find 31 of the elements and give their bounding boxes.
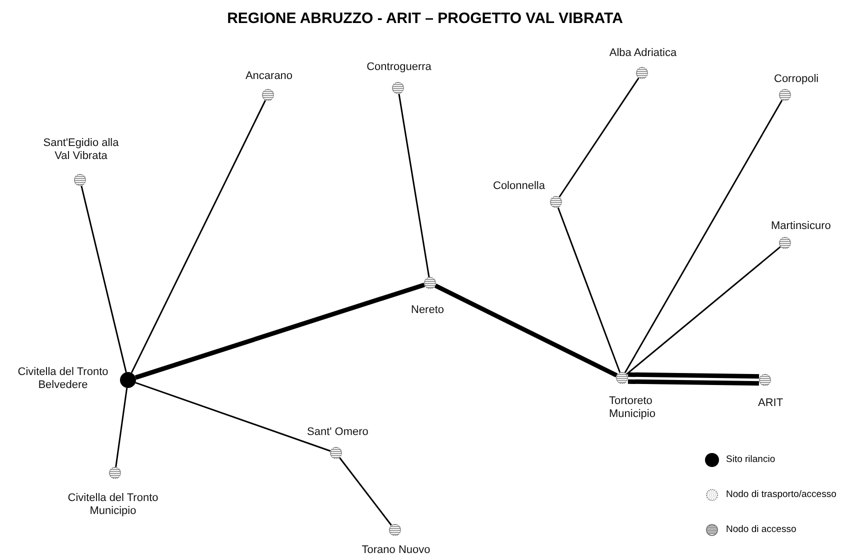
node-label: Sant'Egidio alla Val Vibrata xyxy=(42,137,120,163)
link-line xyxy=(626,372,762,386)
node-label: Corropoli xyxy=(774,73,820,86)
link-line xyxy=(115,388,128,468)
legend-text: Sito rilancio xyxy=(726,454,776,465)
node-label: Torano Nuovo xyxy=(360,544,432,557)
node-label: Controguerra xyxy=(366,61,432,74)
link-line xyxy=(558,78,640,198)
node-label: Colonnella xyxy=(493,180,546,193)
node-label: Ancarano xyxy=(244,70,294,83)
link-line xyxy=(130,100,266,374)
link-line xyxy=(339,457,392,526)
node-label: Alba Adriatica xyxy=(608,47,678,60)
link-line xyxy=(557,207,621,373)
node-label: ARIT xyxy=(758,397,784,410)
link-line xyxy=(80,186,127,372)
node-label: Civitella del Tronto Municipio xyxy=(66,492,160,518)
link-line xyxy=(626,246,781,375)
diagram-title: REGIONE ABRUZZO - ARIT – PROGETTO VAL VIBRATA xyxy=(226,10,624,27)
node-label: Nereto xyxy=(411,304,446,317)
link-line xyxy=(134,282,425,380)
link-line xyxy=(398,94,430,278)
legend-text: Nodo di accesso xyxy=(726,524,796,535)
node-label: Civitella del Tronto Belvedere xyxy=(16,366,110,392)
link-line xyxy=(434,284,618,378)
node-label: Tortoreto Municipio xyxy=(609,395,656,421)
link-line xyxy=(624,100,783,374)
link-line xyxy=(135,382,331,452)
node-label: Sant' Omero xyxy=(307,426,370,439)
legend-text: Nodo di trasporto/accesso xyxy=(726,489,836,500)
node-label: Martinsicuro xyxy=(771,220,832,233)
